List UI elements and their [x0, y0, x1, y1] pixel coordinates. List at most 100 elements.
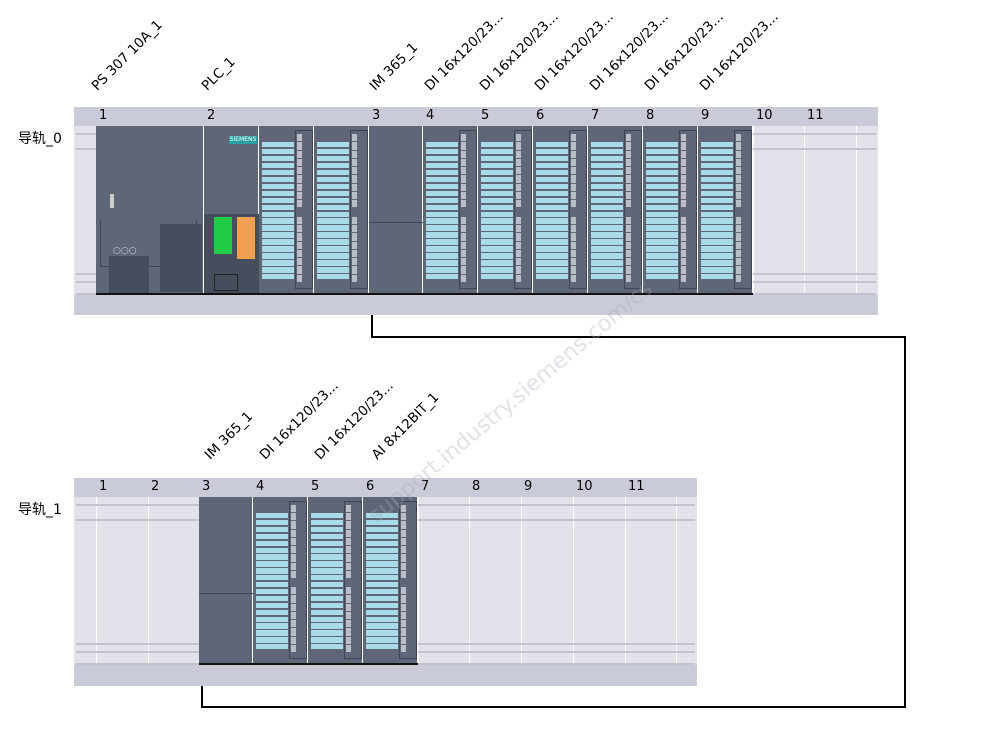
cpu-module[interactable]: SIEMENS: [204, 126, 259, 295]
power-supply-module[interactable]: ○○○: [96, 126, 204, 295]
status-led: [571, 142, 576, 150]
slot-number: 3: [202, 479, 211, 494]
mpi-dp-port-icon[interactable]: [237, 217, 255, 259]
digital-input-module[interactable]: [698, 126, 753, 295]
channel-label-strip: [426, 204, 458, 210]
status-led: [352, 183, 357, 191]
channel-label-strip: [591, 169, 623, 176]
slot-divider: [676, 497, 677, 665]
slot-number: 8: [472, 479, 481, 494]
channel-label-strip: [317, 218, 349, 224]
channel-label-strip: [317, 169, 349, 176]
status-led: [346, 595, 351, 603]
analog-input-module[interactable]: [363, 497, 418, 665]
module-name-label[interactable]: IM 365_1: [366, 39, 422, 94]
status-led: [736, 150, 741, 158]
interface-module[interactable]: [199, 497, 253, 665]
slot-divider: [753, 126, 754, 295]
channel-label-strip: [256, 630, 288, 636]
slot-number: 7: [591, 108, 600, 123]
channel-label-strip: [426, 183, 458, 190]
channel-label-strip: [481, 155, 513, 162]
channel-label-strip: [646, 232, 678, 238]
digital-input-module[interactable]: [259, 126, 314, 295]
channel-label-strip: [317, 162, 349, 169]
slot-number: 2: [151, 479, 160, 494]
channel-label-strip: [256, 595, 288, 602]
status-led: [461, 158, 466, 167]
status-led: [681, 216, 686, 225]
channel-label-strip: [646, 176, 678, 183]
status-led: [516, 191, 521, 200]
status-led: [346, 636, 351, 644]
channel-label-strip: [311, 595, 343, 602]
channel-label-strip: [536, 148, 568, 155]
digital-input-module[interactable]: [533, 126, 588, 295]
module-name-label[interactable]: IM 365_1: [201, 408, 257, 463]
channel-label-strip: [311, 519, 343, 526]
digital-input-module[interactable]: [253, 497, 308, 665]
channel-label-strip: [536, 239, 568, 245]
channel-label-strip: [701, 218, 733, 224]
status-led: [352, 175, 357, 183]
status-led: [681, 258, 686, 266]
channel-label-strip: [426, 260, 458, 266]
channel-label-strip: [701, 267, 733, 273]
slot-number: 9: [524, 479, 533, 494]
digital-input-module[interactable]: [588, 126, 643, 295]
channel-label-strip: [256, 547, 288, 553]
channel-label-strip: [426, 211, 458, 217]
status-led: [626, 274, 631, 282]
channel-label-strip: [256, 637, 288, 643]
status-led: [626, 158, 631, 167]
channel-label-strip: [262, 267, 294, 273]
status-led: [626, 258, 631, 266]
channel-label-strip: [426, 239, 458, 245]
channel-label-strip: [262, 239, 294, 245]
status-led: [297, 249, 302, 258]
channel-label-strip: [317, 267, 349, 273]
status-led: [516, 225, 521, 233]
channel-label-strip: [311, 582, 343, 588]
status-led: [736, 183, 741, 191]
digital-input-module[interactable]: [308, 497, 363, 665]
ps-switch-icon[interactable]: [110, 194, 114, 208]
interface-module[interactable]: [369, 126, 423, 295]
status-led: [461, 225, 466, 233]
status-led: [461, 191, 466, 200]
digital-input-module[interactable]: [643, 126, 698, 295]
status-led: [297, 134, 302, 142]
channel-label-strip: [311, 554, 343, 560]
status-led: [352, 258, 357, 266]
channel-label-strip: [536, 176, 568, 183]
led-panel: [734, 130, 752, 289]
slot-number: 11: [628, 479, 645, 494]
channel-label-strip: [646, 169, 678, 176]
module-name-label[interactable]: PS 307 10A_1: [88, 17, 166, 94]
status-led: [291, 628, 296, 636]
status-led: [516, 266, 521, 274]
status-led: [571, 216, 576, 225]
channel-label-strip: [317, 155, 349, 162]
channel-label-strip: [646, 211, 678, 217]
status-led: [297, 233, 302, 241]
digital-input-module[interactable]: [314, 126, 369, 295]
channel-label-strip: [591, 239, 623, 245]
digital-input-module[interactable]: [423, 126, 478, 295]
channel-label-strip: [646, 253, 678, 259]
digital-input-module[interactable]: [478, 126, 533, 295]
channel-label-strip: [536, 253, 568, 259]
status-led: [571, 249, 576, 258]
channel-label-strip: [311, 588, 343, 595]
status-led: [297, 225, 302, 233]
status-led: [346, 529, 351, 537]
channel-label-strip: [646, 225, 678, 231]
channel-label-strip: [366, 602, 398, 609]
module-name-label[interactable]: PLC_1: [198, 54, 239, 94]
status-led: [461, 258, 466, 266]
channel-label-strip: [366, 554, 398, 560]
channel-label-strip: [481, 274, 513, 280]
channel-label-strip: [591, 204, 623, 210]
status-led: [291, 611, 296, 620]
profinet-port-icon[interactable]: [214, 217, 232, 254]
